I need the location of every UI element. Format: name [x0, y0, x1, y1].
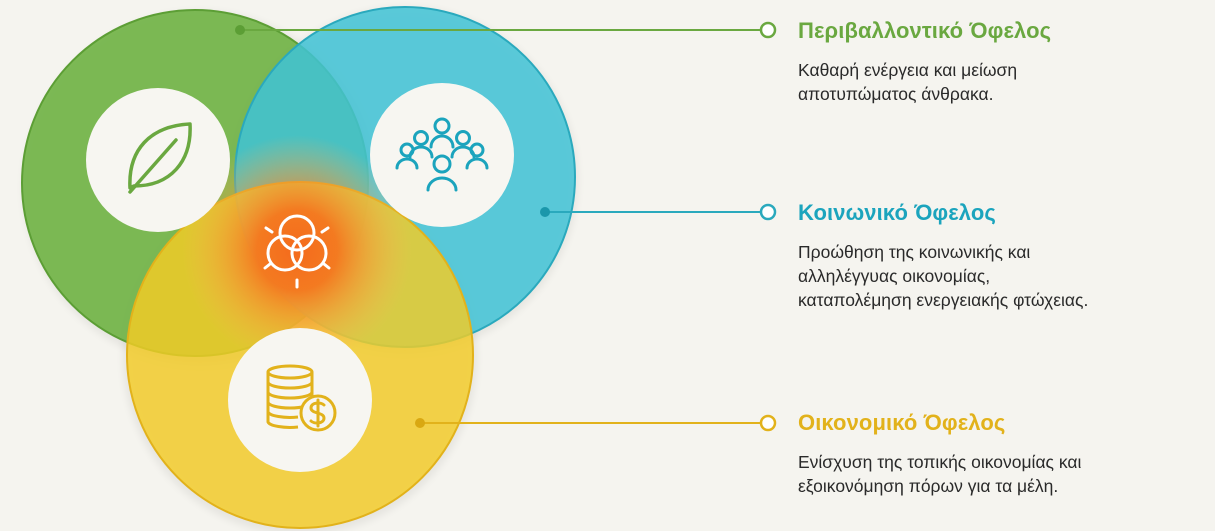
social-benefit-title: Κοινωνικό Όφελος: [798, 200, 996, 225]
overlapping-circles-icon: [263, 214, 331, 289]
description-line: αποτυπώματος άνθρακα.: [798, 84, 994, 104]
environmental-benefit-title: Περιβαλλοντικό Όφελος: [798, 18, 1052, 43]
social-connector: [540, 203, 777, 221]
environmental-benefit-block: Περιβαλλοντικό Όφελος Καθαρή ενέργεια κα…: [798, 18, 1051, 106]
economic-icon-disc: [228, 328, 372, 472]
economic-benefit-title: Οικονομικό Όφελος: [798, 410, 1006, 435]
economic-connector: [415, 414, 777, 432]
description-line: Προώθηση της κοινωνικής και: [798, 242, 1031, 262]
description-line: αλληλέγγυας οικονομίας,: [798, 266, 991, 286]
description-line: εξοικονόμηση πόρων για τα μέλη.: [798, 476, 1059, 496]
social-benefit-block: Κοινωνικό Όφελος Προώθηση της κοινωνικής…: [798, 200, 1088, 312]
description-line: Ενίσχυση της τοπικής οικονομίας και: [798, 452, 1082, 472]
description-line: Καθαρή ενέργεια και μείωση: [798, 60, 1018, 80]
economic-benefit-description: Ενίσχυση της τοπικής οικονομίας και εξοι…: [798, 450, 1081, 498]
community-people-icon: [395, 117, 489, 192]
economic-benefit-block: Οικονομικό Όφελος Ενίσχυση της τοπικής ο…: [798, 410, 1081, 498]
description-line: καταπολέμηση ενεργειακής φτώχειας.: [798, 290, 1089, 310]
coins-dollar-icon: [266, 364, 337, 432]
leaf-icon: [128, 122, 192, 194]
environmental-benefit-description: Καθαρή ενέργεια και μείωση αποτυπώματος …: [798, 58, 1051, 106]
environmental-connector: [235, 21, 777, 39]
social-benefit-description: Προώθηση της κοινωνικής και αλληλέγγυας …: [798, 240, 1088, 312]
